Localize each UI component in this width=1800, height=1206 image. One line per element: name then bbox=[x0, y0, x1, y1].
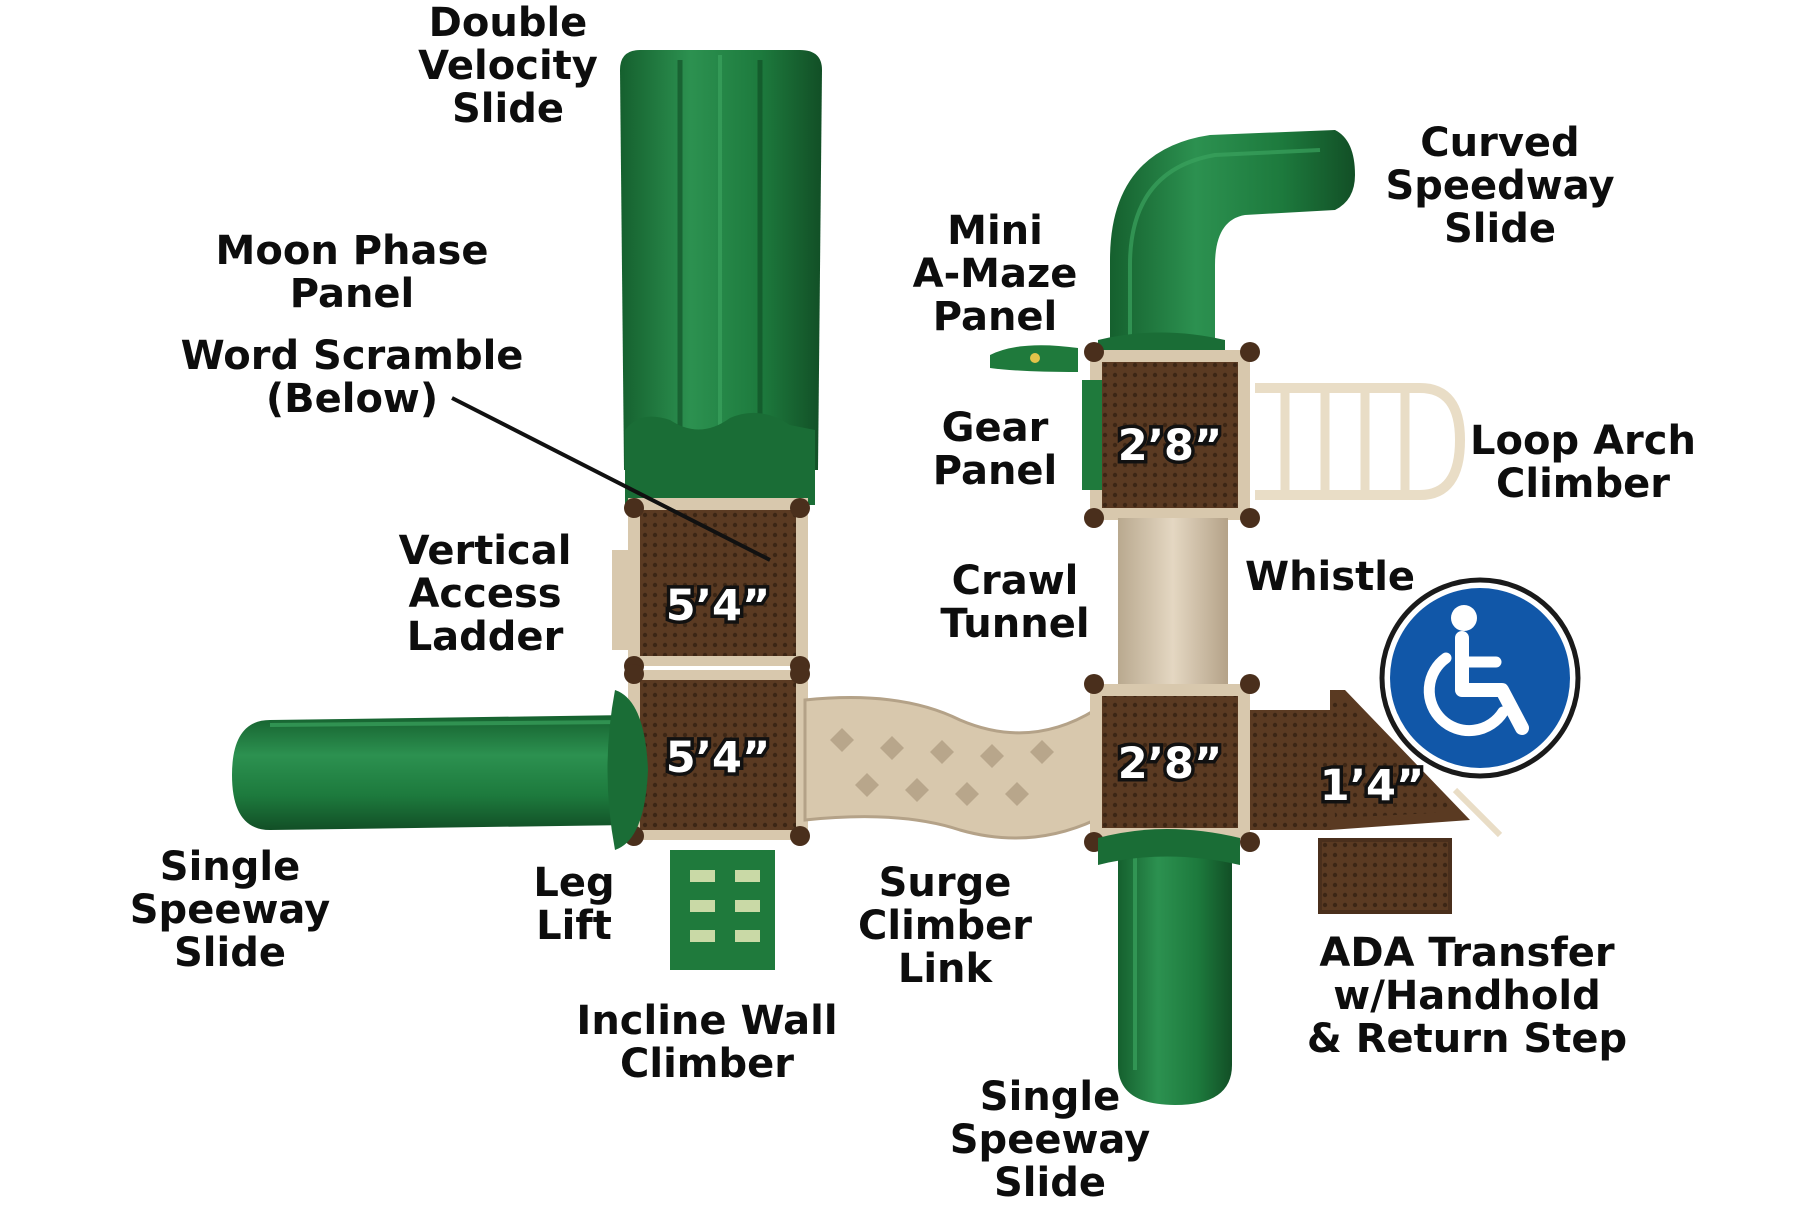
label-whistle: Whistle bbox=[1244, 554, 1416, 600]
wheelchair-accessibility-icon bbox=[1379, 577, 1581, 779]
incline-wall-climber bbox=[670, 850, 775, 970]
deck-upper-left-height: 5’4” bbox=[666, 581, 770, 631]
crawl-tunnel bbox=[1118, 518, 1228, 688]
deck-lower-left-height: 5’4” bbox=[666, 733, 770, 783]
deck-upper-right bbox=[1082, 342, 1260, 528]
ada-transfer-station bbox=[1250, 690, 1503, 914]
label-word-scramble: Word Scramble(Below) bbox=[180, 333, 524, 422]
surge-climber-link bbox=[803, 696, 1097, 840]
word-scramble-leader-line bbox=[451, 396, 771, 562]
deck-upper-right-height: 2’8” bbox=[1118, 421, 1222, 471]
mini-a-maze-panel bbox=[990, 345, 1078, 372]
loop-arch-climber bbox=[1255, 383, 1466, 500]
deck-lower-right bbox=[1084, 674, 1260, 852]
double-velocity-slide bbox=[620, 50, 822, 505]
single-speeway-slide-bottom bbox=[1098, 829, 1240, 1105]
deck-lower-right-height: 2’8” bbox=[1118, 739, 1222, 789]
curved-speedway-slide bbox=[1098, 130, 1355, 375]
deck-lower-left bbox=[624, 664, 810, 846]
single-speeway-slide-left bbox=[232, 690, 648, 850]
deck-upper-left bbox=[612, 498, 810, 676]
deck-transfer-height: 1’4” bbox=[1320, 761, 1424, 811]
